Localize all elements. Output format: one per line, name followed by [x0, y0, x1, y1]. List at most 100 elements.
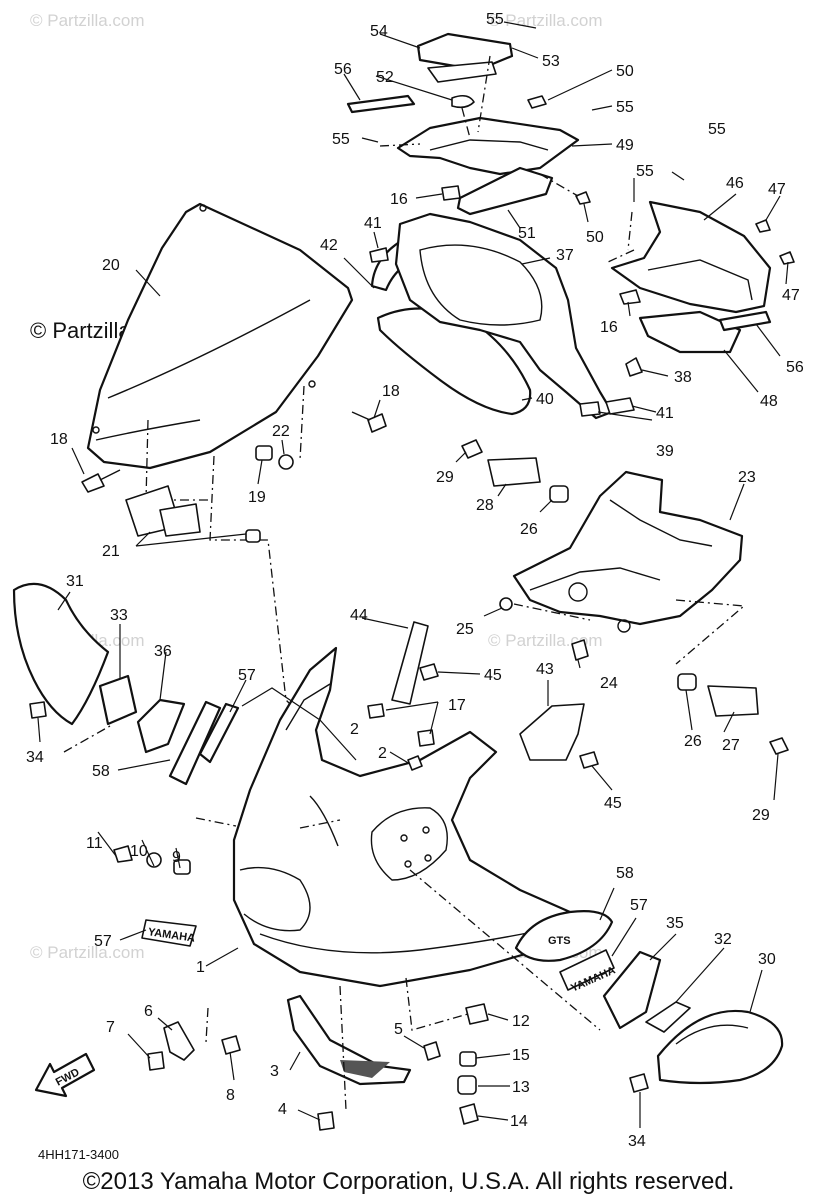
part-4-clip [317, 1111, 335, 1131]
callout-label: 34 [628, 1133, 646, 1150]
callout-labels: 55 54 53 56 50 52 55 55 49 16 55 55 46 4… [26, 11, 804, 1150]
part-30-mirror [656, 1009, 784, 1085]
part-53-cover [416, 32, 514, 72]
callout-label: 34 [26, 749, 44, 766]
callout-label: 53 [542, 53, 560, 70]
part-27-bracket [707, 685, 759, 717]
part-43-bracket [519, 703, 585, 761]
part-38-screw [625, 357, 643, 377]
part-50-clip [575, 191, 591, 205]
callout-label: 26 [684, 733, 702, 750]
part-56-strip [718, 310, 772, 332]
callout-label: 9 [172, 849, 181, 866]
callout-label: 50 [586, 229, 604, 246]
part-19-grommet [245, 529, 261, 543]
callout-label: 19 [248, 489, 266, 506]
part-2-grommet [407, 755, 423, 771]
callout-label: 47 [782, 287, 800, 304]
callout-label: 29 [752, 807, 770, 824]
part-47-clip [755, 219, 771, 233]
part-45-screw [579, 751, 599, 769]
callout-label: 12 [512, 1013, 530, 1030]
callout-label: 41 [364, 215, 382, 232]
part-56-strip [346, 94, 416, 114]
part-10-washer [146, 852, 162, 868]
part-22-nut [278, 454, 294, 470]
callout-label: 18 [50, 431, 68, 448]
part-21-tape [159, 503, 201, 537]
callout-label: 57 [94, 933, 112, 950]
part-34-bolt [29, 701, 47, 719]
callout-label: 13 [512, 1079, 530, 1096]
callout-label: 23 [738, 469, 756, 486]
part-58-gts-decal [514, 910, 614, 962]
watermark: © Partzilla.com [488, 11, 603, 30]
part-37-inner-panel [394, 212, 614, 420]
callout-label: 55 [616, 99, 634, 116]
part-28-bracket [487, 457, 541, 487]
callout-label: 43 [536, 661, 554, 678]
callout-label: 50 [616, 63, 634, 80]
callout-label: 52 [376, 69, 394, 86]
part-6-bracket [163, 1021, 195, 1061]
cover-texture [340, 1060, 390, 1078]
callout-label: 57 [630, 897, 648, 914]
watermark: © Partzilla.com [30, 943, 145, 962]
callout-label: 7 [106, 1019, 115, 1036]
part-29-bolt [769, 737, 789, 755]
part-17-nut [417, 729, 435, 747]
callout-label: 20 [102, 257, 120, 274]
part-29-bolt [461, 439, 483, 459]
part-23-stay [512, 470, 744, 626]
part-50-clip [527, 95, 547, 109]
callout-label: 3 [270, 1063, 279, 1080]
leader-lines [37, 21, 789, 1128]
part-3-lower-cover [286, 994, 412, 1086]
callout-label: 44 [350, 607, 368, 624]
stay-assembly [461, 439, 789, 755]
callout-label: 21 [102, 543, 120, 560]
callout-label: 11 [86, 835, 103, 852]
callout-label: 55 [708, 121, 726, 138]
callout-label: 55 [332, 131, 350, 148]
callout-label: 38 [674, 369, 692, 386]
main-cowling-group [113, 621, 601, 1031]
callout-label: 17 [448, 697, 466, 714]
part-7-grommet [147, 1051, 165, 1071]
part-57-yamaha-decal-left [141, 919, 197, 947]
callout-label: 39 [656, 443, 674, 460]
callout-label: 22 [272, 423, 290, 440]
callout-label: 6 [144, 1003, 153, 1020]
callout-label: 51 [518, 225, 536, 242]
part-15-grommet [459, 1051, 477, 1067]
callout-label: 36 [154, 643, 172, 660]
callout-label: 2 [378, 745, 387, 762]
callout-label: 15 [512, 1047, 530, 1064]
callout-label: 5 [394, 1021, 403, 1038]
left-mirror-group [12, 582, 240, 786]
part-8-screw [221, 1035, 241, 1055]
part-33-bracket [98, 674, 138, 726]
callout-label: 31 [66, 573, 84, 590]
part-16-grommet [619, 289, 641, 305]
callout-label: 56 [786, 359, 804, 376]
part-32-stay [645, 1001, 691, 1033]
callout-label: 46 [726, 175, 744, 192]
fwd-arrow: FWD [34, 1052, 96, 1098]
part-52-grommet [451, 94, 475, 109]
upper-bracket-assembly [346, 32, 591, 216]
part-51-stay [456, 166, 554, 216]
part-58-pad [168, 700, 222, 786]
gts-decal-text: GTS [548, 935, 571, 947]
fwd-arrow-icon [34, 1052, 96, 1098]
part-1-cowling [232, 646, 598, 988]
callout-label: 42 [320, 237, 338, 254]
part-24-bolt [571, 639, 589, 661]
callout-label: 40 [536, 391, 554, 408]
callout-label: 8 [226, 1087, 235, 1104]
part-57-pad [198, 702, 240, 764]
windscreen-fasteners [81, 411, 387, 543]
callout-label: 48 [760, 393, 778, 410]
callout-label: 37 [556, 247, 574, 264]
